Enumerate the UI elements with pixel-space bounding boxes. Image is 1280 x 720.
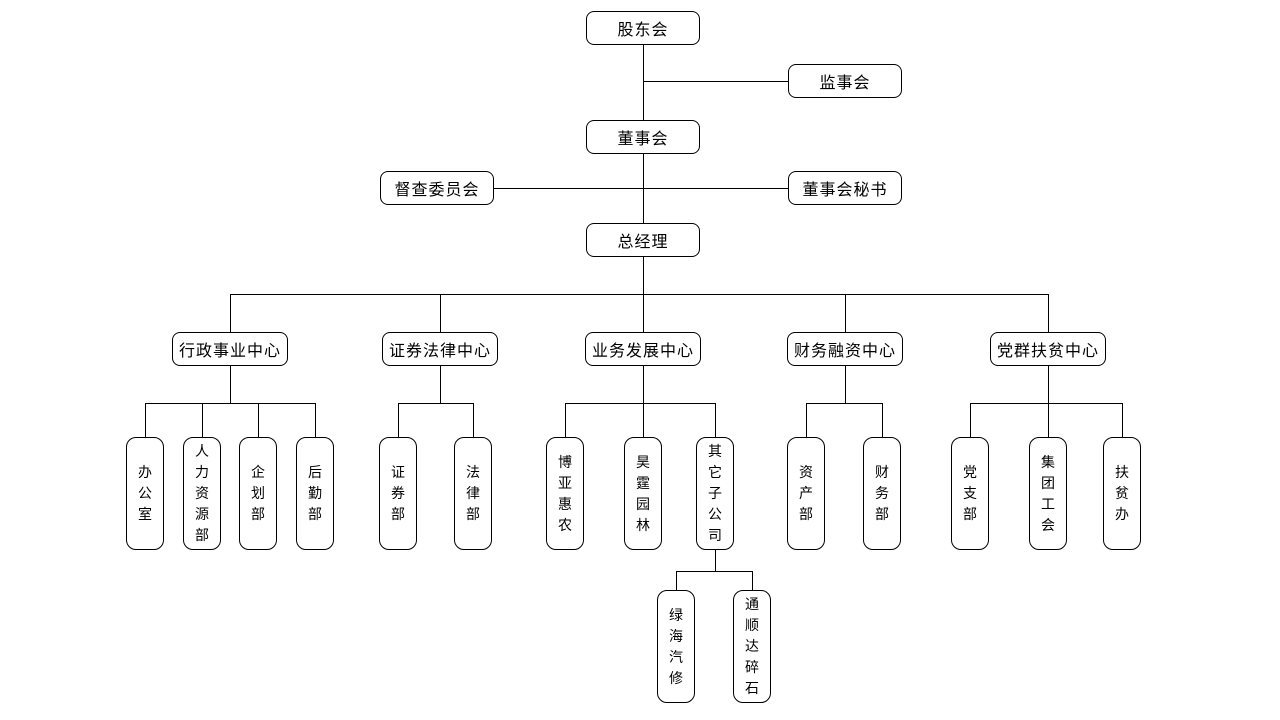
node-other-subsidiaries[interactable]: 其它子公司 <box>696 437 734 550</box>
node-asset-dept[interactable]: 资产部 <box>787 437 825 550</box>
connector-line <box>806 403 882 404</box>
node-supervisory-board[interactable]: 监事会 <box>788 64 902 98</box>
node-poverty-alleviation-office[interactable]: 扶贫办 <box>1103 437 1141 550</box>
connector-line <box>752 571 753 590</box>
connector-line <box>845 294 846 332</box>
connector-line <box>970 403 971 437</box>
connector-line <box>676 571 752 572</box>
connector-line <box>440 294 441 332</box>
connector-line <box>1048 403 1049 437</box>
node-tongshunda-gravel[interactable]: 通顺达碎石 <box>733 590 771 703</box>
connector-line <box>202 403 203 437</box>
node-label: 企划部 <box>251 464 265 522</box>
connector-line <box>845 366 846 403</box>
connector-line <box>643 45 644 120</box>
node-business-dev-center[interactable]: 业务发展中心 <box>585 332 701 366</box>
node-office[interactable]: 办公室 <box>126 437 164 550</box>
connector-line <box>643 294 644 332</box>
node-hr-dept[interactable]: 人力资源部 <box>183 437 221 550</box>
node-lvhai-auto-repair[interactable]: 绿海汽修 <box>657 590 695 703</box>
node-planning-dept[interactable]: 企划部 <box>239 437 277 550</box>
node-general-manager[interactable]: 总经理 <box>586 223 700 257</box>
node-label: 昊霆园林 <box>636 453 650 533</box>
node-label: 扶贫办 <box>1115 464 1129 522</box>
node-logistics-dept[interactable]: 后勤部 <box>296 437 334 550</box>
connector-line <box>258 403 259 437</box>
node-label: 资产部 <box>799 464 813 522</box>
node-finance-dept[interactable]: 财务部 <box>863 437 901 550</box>
connector-line <box>565 403 715 404</box>
node-boya-huinong[interactable]: 博亚惠农 <box>546 437 584 550</box>
node-securities-dept[interactable]: 证券部 <box>379 437 417 550</box>
node-label: 其它子公司 <box>708 443 722 543</box>
connector-line <box>145 403 146 437</box>
node-securities-legal-center[interactable]: 证券法律中心 <box>382 332 498 366</box>
node-label: 后勤部 <box>308 464 322 522</box>
connector-line <box>676 571 677 590</box>
connector-line <box>230 294 1048 295</box>
connector-line <box>315 403 316 437</box>
connector-line <box>806 403 807 437</box>
node-label: 集团工会 <box>1041 453 1055 533</box>
node-label: 证券部 <box>391 464 405 522</box>
connector-line <box>643 81 788 82</box>
connector-line <box>970 403 1122 404</box>
connector-line <box>145 403 315 404</box>
connector-line <box>230 366 231 403</box>
node-label: 法律部 <box>466 464 480 522</box>
connector-line <box>882 403 883 437</box>
connector-line <box>715 550 716 571</box>
connector-line <box>643 366 644 403</box>
connector-line <box>643 257 644 294</box>
node-board-of-directors[interactable]: 董事会 <box>586 120 700 154</box>
connector-line <box>1048 294 1049 332</box>
connector-line <box>473 403 474 437</box>
connector-line <box>643 403 644 437</box>
node-board-secretary[interactable]: 董事会秘书 <box>788 171 902 205</box>
connector-line <box>440 366 441 403</box>
connector-line <box>1048 366 1049 403</box>
connector-line <box>398 403 473 404</box>
connector-line <box>494 188 788 189</box>
connector-line <box>715 403 716 437</box>
node-label: 绿海汽修 <box>669 606 683 686</box>
node-supervision-committee[interactable]: 督查委员会 <box>380 171 494 205</box>
node-label: 党支部 <box>963 464 977 522</box>
node-legal-dept[interactable]: 法律部 <box>454 437 492 550</box>
connector-line <box>230 294 231 332</box>
node-finance-financing-center[interactable]: 财务融资中心 <box>787 332 903 366</box>
node-label: 人力资源部 <box>195 443 209 543</box>
node-label: 财务部 <box>875 464 889 522</box>
node-admin-affairs-center[interactable]: 行政事业中心 <box>172 332 288 366</box>
node-party-branch[interactable]: 党支部 <box>951 437 989 550</box>
connector-line <box>565 403 566 437</box>
node-haoting-landscape[interactable]: 昊霆园林 <box>624 437 662 550</box>
connector-line <box>398 403 399 437</box>
node-party-poverty-center[interactable]: 党群扶贫中心 <box>990 332 1106 366</box>
node-label: 通顺达碎石 <box>745 596 759 696</box>
connector-line <box>1122 403 1123 437</box>
node-group-labor-union[interactable]: 集团工会 <box>1029 437 1067 550</box>
node-shareholders-meeting[interactable]: 股东会 <box>586 11 700 45</box>
node-label: 博亚惠农 <box>558 453 572 533</box>
node-label: 办公室 <box>138 464 152 522</box>
